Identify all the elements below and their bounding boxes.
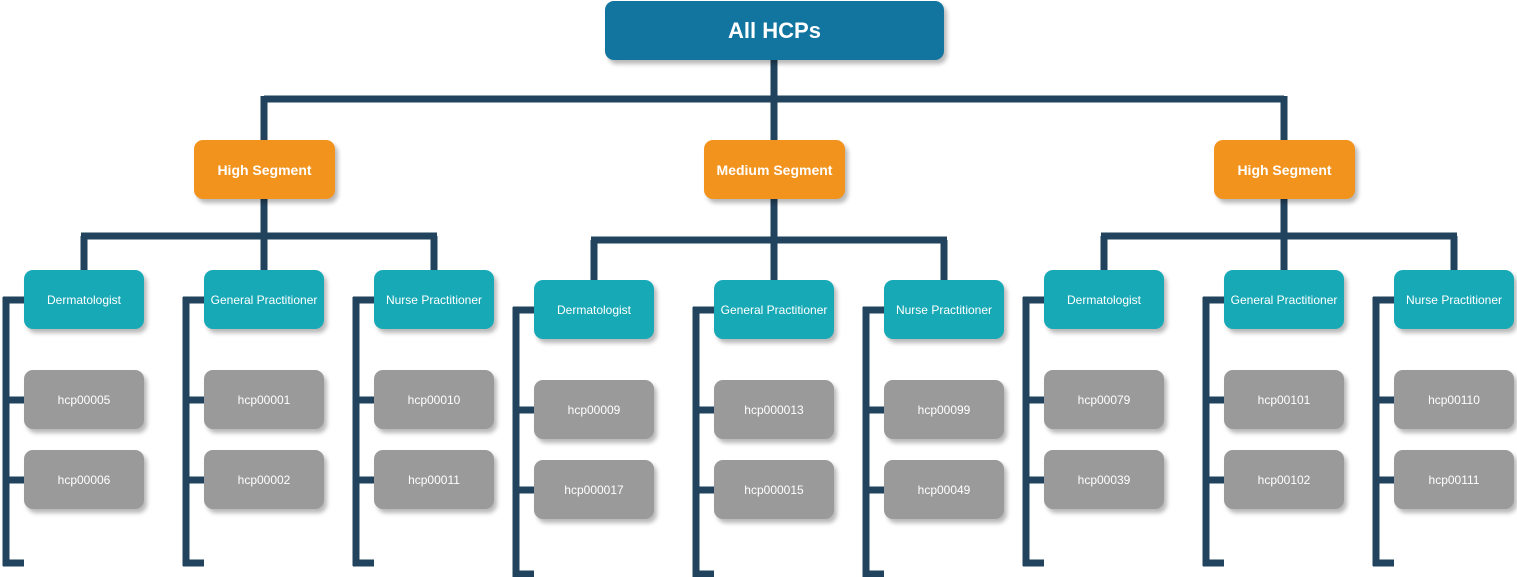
hcp-node-label: hcp00011 [408,472,460,487]
role-node-dermatologist[interactable]: Dermatologist [1044,270,1164,329]
role-node-label: General Practitioner [210,292,318,307]
hcp-node[interactable]: hcp000017 [534,460,654,519]
hcp-node-label: hcp00001 [237,392,291,407]
hcp-node-label: hcp000015 [744,482,804,497]
segment-node-high-left[interactable]: High Segment [194,140,335,199]
hcp-node-label: hcp00009 [567,402,621,417]
role-node-general-practitioner[interactable]: General Practitioner [1224,270,1344,329]
role-node-label: Dermatologist [1066,292,1142,307]
hcp-node-label: hcp00002 [237,472,291,487]
segment-node-high-right[interactable]: High Segment [1214,140,1355,199]
hcp-node-label: hcp00101 [1257,392,1311,407]
hcp-node-label: hcp00005 [57,392,111,407]
hcp-node-label: hcp000013 [744,402,804,417]
hcp-node-label: hcp00079 [1077,392,1131,407]
role-node-label: Dermatologist [556,302,632,317]
hcp-node[interactable]: hcp000015 [714,460,834,519]
role-node-nurse-practitioner[interactable]: Nurse Practitioner [1394,270,1514,329]
role-node-label: Nurse Practitioner [1405,292,1503,307]
hcp-node[interactable]: hcp00006 [24,450,144,509]
hcp-node[interactable]: hcp00001 [204,370,324,429]
hcp-node-label: hcp00039 [1077,472,1131,487]
hcp-node[interactable]: hcp00111 [1394,450,1514,509]
hcp-node[interactable]: hcp00049 [884,460,1004,519]
role-node-general-practitioner[interactable]: General Practitioner [204,270,324,329]
hcp-node-label: hcp00006 [57,472,111,487]
hcp-node-label: hcp00111 [1428,472,1480,487]
hcp-node-label: hcp000017 [564,482,624,497]
hcp-node-label: hcp00102 [1257,472,1311,487]
role-node-nurse-practitioner[interactable]: Nurse Practitioner [374,270,494,329]
hcp-node[interactable]: hcp00110 [1394,370,1514,429]
hcp-node[interactable]: hcp000013 [714,380,834,439]
hcp-node-label: hcp00099 [917,402,971,417]
segment-node-label: High Segment [217,161,312,178]
hcp-node[interactable]: hcp00102 [1224,450,1344,509]
hcp-node[interactable]: hcp00009 [534,380,654,439]
role-node-label: General Practitioner [1230,292,1338,307]
hcp-node[interactable]: hcp00101 [1224,370,1344,429]
segment-node-label: Medium Segment [716,161,833,178]
role-node-label: Nurse Practitioner [895,302,993,317]
hcp-node[interactable]: hcp00011 [374,450,494,509]
segment-node-label: High Segment [1237,161,1332,178]
role-node-general-practitioner[interactable]: General Practitioner [714,280,834,339]
role-node-dermatologist[interactable]: Dermatologist [534,280,654,339]
role-node-label: Nurse Practitioner [385,292,483,307]
role-node-nurse-practitioner[interactable]: Nurse Practitioner [884,280,1004,339]
root-node-label: All HCPs [728,17,821,43]
hcp-node[interactable]: hcp00010 [374,370,494,429]
segment-node-medium[interactable]: Medium Segment [704,140,845,199]
role-node-label: Dermatologist [46,292,122,307]
role-node-dermatologist[interactable]: Dermatologist [24,270,144,329]
hcp-node[interactable]: hcp00079 [1044,370,1164,429]
hcp-node-label: hcp00010 [407,392,461,407]
role-node-label: General Practitioner [720,302,828,317]
hcp-node[interactable]: hcp00005 [24,370,144,429]
hcp-node[interactable]: hcp00002 [204,450,324,509]
hcp-node[interactable]: hcp00039 [1044,450,1164,509]
hcp-node[interactable]: hcp00099 [884,380,1004,439]
hcp-node-label: hcp00110 [1428,392,1480,407]
hcp-node-label: hcp00049 [917,482,971,497]
root-node-all-hcps[interactable]: All HCPs [605,1,944,60]
